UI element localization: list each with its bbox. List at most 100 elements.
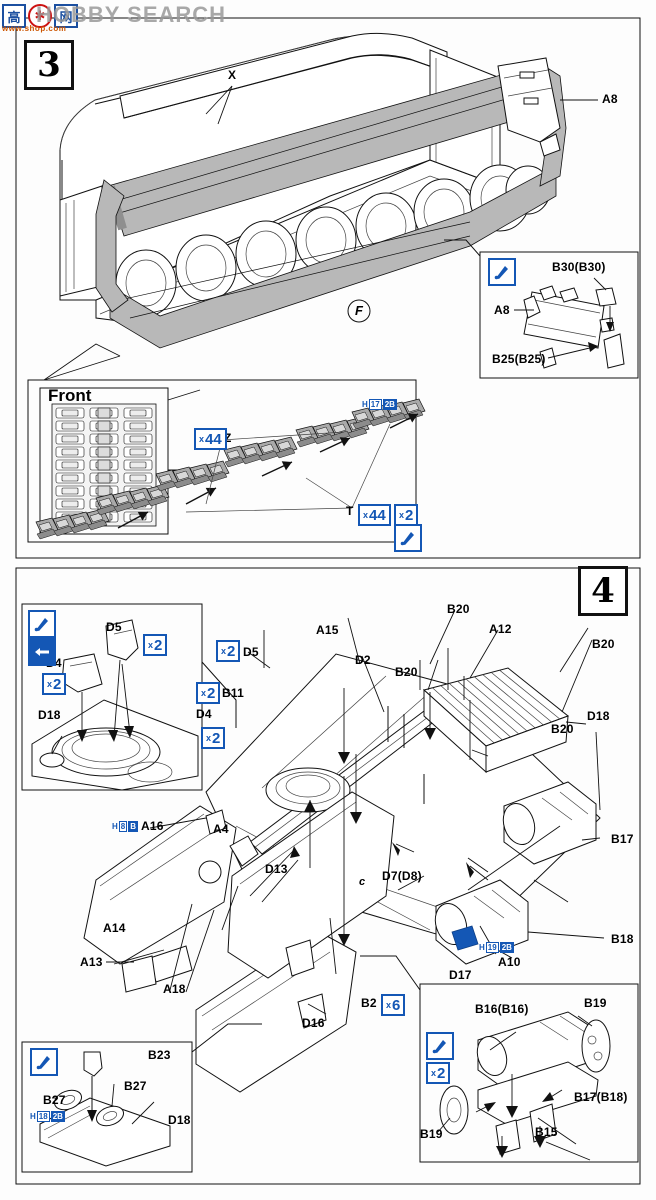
sprue-badge-h17: H 17 2B — [362, 399, 397, 410]
label-b2: B2 — [361, 996, 377, 1010]
count-badge-44a: x 44 — [194, 428, 227, 450]
sprue-num: 17 — [368, 399, 382, 410]
count-badge-d5: x 2 — [216, 640, 241, 662]
label-a14: A14 — [103, 921, 126, 935]
label-b19-b: B19 — [420, 1127, 443, 1141]
label-b15: B15 — [535, 1125, 558, 1139]
label-d13: D13 — [265, 862, 288, 876]
badge-value: 2 — [212, 729, 221, 747]
label-a12: A12 — [489, 622, 512, 636]
badge-multiplier: x — [399, 509, 405, 520]
label-d5: D5 — [243, 645, 259, 659]
sprue-prefix: H — [30, 1112, 36, 1121]
badge-multiplier: x — [199, 433, 205, 444]
badge-value: 2 — [227, 642, 236, 660]
count-badge-2-track: x 2 — [394, 504, 419, 526]
caption-front: Front — [48, 386, 92, 405]
sprue-prefix: H — [112, 822, 118, 831]
label-a13: A13 — [80, 955, 103, 969]
label-hull-x: X — [228, 68, 237, 82]
label-c: c — [359, 876, 366, 888]
label-a4: A4 — [213, 822, 229, 836]
badge-value: 2 — [53, 675, 62, 693]
label-b20-d: B20 — [551, 722, 574, 736]
label-track-t: T — [346, 504, 354, 518]
label-view-marker-f: F — [355, 303, 364, 318]
count-badge-b11: x 2 — [196, 682, 221, 704]
label-b17: B17 — [611, 832, 634, 846]
sprue-prefix: H — [479, 943, 485, 952]
sprue-num: 19 — [485, 942, 499, 953]
label-b20-a: B20 — [395, 665, 418, 679]
label-d18-bl-inset: D18 — [168, 1113, 191, 1127]
badge-value: 2 — [405, 506, 414, 524]
label-d18-inset: D18 — [38, 708, 61, 722]
badge-multiplier: x — [148, 639, 154, 650]
logo-char-1: 高 — [2, 4, 26, 28]
label-d17: D17 — [449, 968, 472, 982]
sprue-suffix: 2B — [50, 1111, 65, 1122]
badge-multiplier: x — [47, 678, 53, 689]
badge-value: 2 — [154, 636, 163, 654]
label-b27-b: B27 — [124, 1079, 147, 1093]
label-a10: A10 — [498, 955, 521, 969]
count-badge-b2: x 6 — [381, 994, 406, 1016]
badge-value: 44 — [205, 430, 222, 448]
glue-icon-left-inset — [28, 610, 56, 638]
label-b18: B18 — [611, 932, 634, 946]
label-b23: B23 — [148, 1048, 171, 1062]
badge-value: 6 — [392, 996, 401, 1014]
label-b25: B25(B25) — [492, 352, 546, 366]
label-d16: D16 — [302, 1016, 325, 1030]
sprue-prefix: H — [362, 400, 368, 409]
label-a18: A18 — [163, 982, 186, 996]
badge-value: 44 — [369, 506, 386, 524]
badge-multiplier: x — [201, 687, 207, 698]
label-b19-a: B19 — [584, 996, 607, 1010]
label-b20-b: B20 — [447, 602, 470, 616]
label-b20-c: B20 — [592, 637, 615, 651]
step-number-3: 3 — [24, 40, 74, 90]
glue-icon-br-inset — [426, 1032, 454, 1060]
glue-icon — [488, 258, 516, 286]
sprue-num: 8 — [118, 821, 128, 832]
count-badge-br-inset: x 2 — [426, 1062, 451, 1084]
badge-multiplier: x — [221, 645, 227, 656]
glue-icon-bl-inset — [30, 1048, 58, 1076]
count-badge-44b: x 44 — [358, 504, 391, 526]
sprue-badge-h18: H 18 2B — [30, 1111, 65, 1122]
badge-multiplier: x — [206, 732, 212, 743]
glue-icon-track — [394, 524, 422, 552]
label-b30: B30(B30) — [552, 260, 606, 274]
label-a16: A16 — [141, 819, 164, 833]
count-badge-d4-inset: x 2 — [42, 673, 67, 695]
count-badge-d4: x 2 — [201, 727, 226, 749]
sprue-suffix: 2B — [382, 399, 397, 410]
label-b17-b18: B17(B18) — [574, 1090, 628, 1104]
label-a15: A15 — [316, 623, 339, 637]
count-badge-d5-inset: x 2 — [143, 634, 168, 656]
label-d7-d8: D7(D8) — [382, 869, 422, 883]
label-d5-inset: D5 — [106, 620, 122, 634]
badge-multiplier: x — [431, 1067, 437, 1078]
label-a8-plate: A8 — [602, 92, 618, 106]
sprue-badge-h19: H 19 2B — [479, 942, 514, 953]
label-b16: B16(B16) — [475, 1002, 529, 1016]
label-d2: D2 — [355, 653, 371, 667]
badge-multiplier: x — [363, 509, 369, 520]
sprue-suffix: 2B — [499, 942, 514, 953]
label-b11: B11 — [222, 686, 244, 700]
badge-value: 2 — [207, 684, 216, 702]
step-number-4: 4 — [578, 566, 628, 616]
sprue-suffix: B — [128, 821, 139, 832]
sprue-num: 18 — [36, 1111, 50, 1122]
label-d18-main: D18 — [587, 709, 610, 723]
label-d4: D4 — [196, 707, 212, 721]
label-a8-inset: A8 — [494, 303, 510, 317]
watermark: 高 ✱ 网 HOBBY SEARCH www.shop.com — [0, 0, 250, 36]
sprue-badge-h8: H 8 B — [112, 821, 139, 832]
align-icon — [28, 638, 56, 666]
badge-multiplier: x — [386, 999, 392, 1010]
